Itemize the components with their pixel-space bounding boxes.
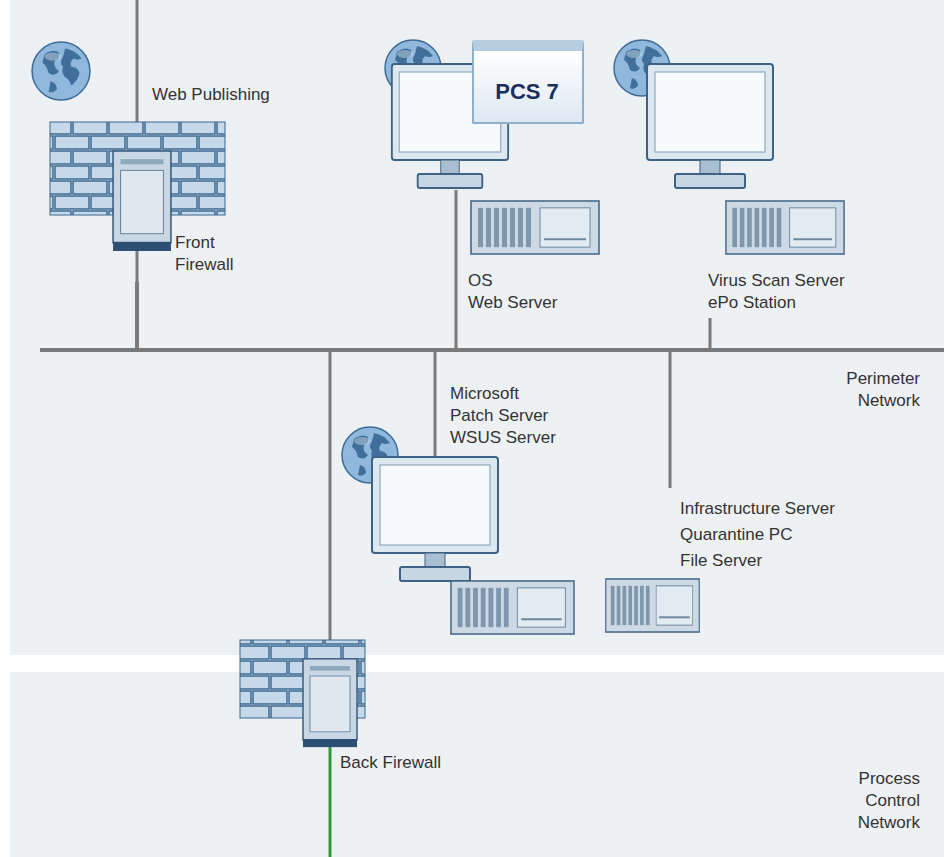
firewall-node: Web PublishingFront Firewall [26,36,276,282]
firewall-node: Back Firewall [236,634,446,786]
network-link [137,282,330,634]
virus-server-icon [614,40,844,254]
label-holder: OS [468,270,493,292]
label-holder: ePo Station [708,292,796,314]
server-node: Infrastructure ServerQuarantine PC File S… [600,488,852,638]
server-node: OSWeb Server PCS 7 [380,36,605,318]
software-window: PCS 7 [472,40,584,124]
node-label: Quarantine PC [680,524,792,546]
monitor-icon [647,64,773,188]
node-label: ePo Station [708,292,796,314]
wire-stub [136,250,139,282]
network-band: Perimeter Network Web PublishingFront Fir… [10,0,944,655]
process-ground [10,672,944,857]
label-holder: Virus Scan Server [708,270,845,292]
connector-layer [137,282,710,634]
wsus-server-icon [342,427,574,634]
node-label: Microsoft Patch Server [450,383,562,427]
perimeter-ground [10,0,944,655]
back-firewall-icon [240,640,365,747]
wire-stub [434,374,437,457]
firewall-tower [303,659,357,747]
node-label: WSUS Server [450,427,556,449]
wire-stub [455,190,458,318]
server-icon [451,581,574,634]
label-holder: Web Server [468,292,557,314]
label-holder: File Server [680,550,762,572]
node-label: Infrastructure Server [680,498,835,520]
label-holder: Front Firewall [175,232,250,276]
node-label: Web Publishing [152,84,270,106]
label-holder: PCS 7 [474,79,580,105]
network-link [137,282,456,350]
label-holder: Quarantine PC [680,524,792,546]
network-band: Process Control Network [10,672,944,857]
server-icon [471,201,599,254]
label-holder: Microsoft Patch Server [450,383,562,427]
node-label: Front Firewall [175,232,250,276]
node-label: Perimeter Network [820,368,920,412]
os-server-icon [385,40,599,254]
plant-bus-wire [329,746,332,857]
label-holder: Infrastructure Server [680,498,835,520]
uplink-wire [136,0,139,124]
server-node: Microsoft Patch ServerWSUS Server [336,374,584,638]
node-label: Virus Scan Server [708,270,845,292]
label-holder: Process Control Network [850,768,920,834]
label-holder: Back Firewall [340,752,441,774]
network-link [137,282,435,374]
label-holder: Perimeter Network [820,368,920,412]
server-icon [606,579,700,632]
node-label: OS [468,270,493,292]
software-logo: PCS 7 [474,79,580,105]
node-label: Process Control Network [850,768,920,834]
network-link [137,282,710,350]
server-node: Virus Scan ServerePo Station [612,36,856,318]
monitor-icon [372,457,498,581]
server-icon [726,201,844,254]
firewall-tower [113,151,171,251]
node-label: File Server [680,550,762,572]
node-label: Back Firewall [340,752,441,774]
label-holder: Web Publishing [152,84,270,106]
front-firewall-icon [32,42,225,251]
node-label: Web Server [468,292,557,314]
globe-icon [32,42,90,100]
label-holder: WSUS Server [450,427,556,449]
